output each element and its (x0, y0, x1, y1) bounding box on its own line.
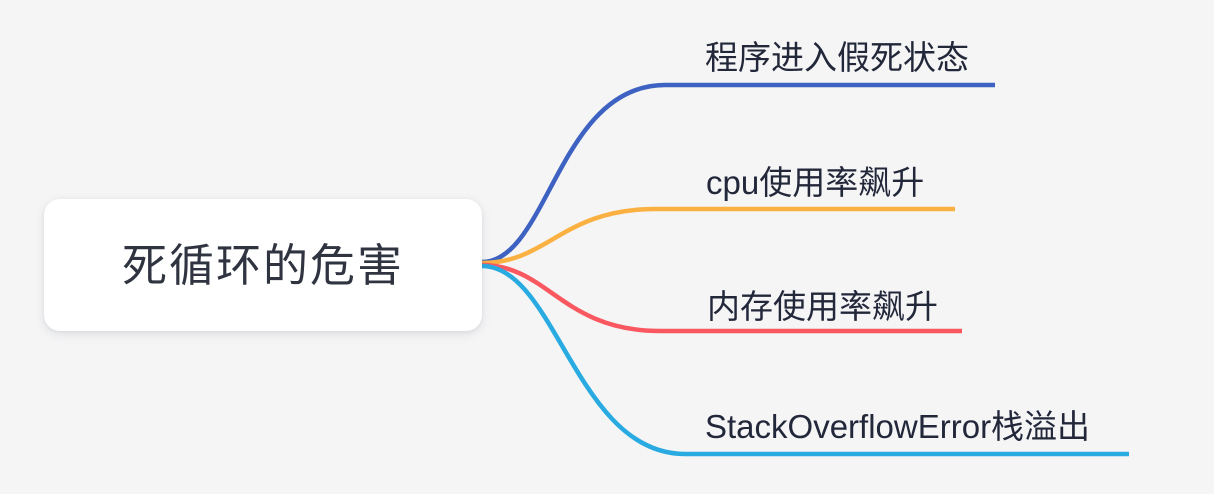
branch-node-memory-usage[interactable]: 内存使用率飙升 (707, 288, 938, 325)
root-node-label: 死循环的危害 (121, 239, 404, 291)
branch-connector-orange (481, 206, 955, 266)
branch-node-program-freeze[interactable]: 程序进入假死状态 (705, 39, 969, 76)
root-node[interactable]: 死循环的危害 (44, 199, 482, 331)
branch-node-cpu-usage[interactable]: cpu使用率飙升 (706, 164, 925, 201)
branch-node-stackoverflow[interactable]: StackOverflowError栈溢出 (705, 408, 1091, 445)
